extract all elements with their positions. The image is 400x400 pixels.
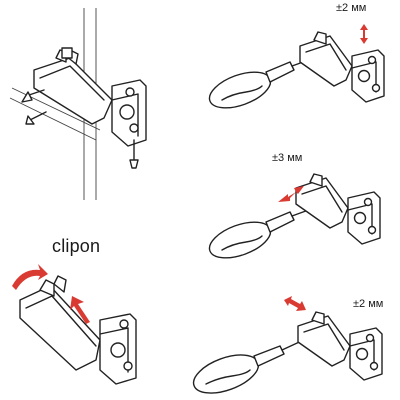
hinge-icon (297, 311, 383, 381)
hinge-icon (299, 31, 385, 103)
screw-icon (129, 139, 139, 169)
adjust-arrow-icon (360, 24, 368, 44)
panel-adjust-depth (208, 24, 385, 109)
adjust-arrow-icon (12, 264, 48, 290)
hinge-icon (33, 47, 147, 147)
height-adjust-label: ±2 мм (353, 298, 384, 310)
screw-icon (25, 111, 47, 125)
panel-adjust-height (192, 296, 383, 394)
adjust-arrow-icon (284, 296, 306, 311)
hinge-icon (19, 275, 137, 385)
screwdriver-icon (192, 337, 309, 394)
adjust-arrow-icon (278, 186, 304, 202)
side-adjust-label: ±3 мм (272, 152, 303, 164)
panel-adjust-side (208, 173, 381, 259)
clipon-label: clipon (52, 236, 101, 256)
screwdriver-icon (208, 207, 315, 259)
screwdriver-icon (208, 55, 321, 109)
hinge-icon (295, 173, 381, 245)
screw-icon (21, 89, 45, 103)
panel-clipon (12, 264, 137, 385)
panel-mounting (9, 8, 147, 200)
adjust-arrow-icon (70, 296, 90, 324)
depth-adjust-label: ±2 мм (336, 2, 367, 14)
